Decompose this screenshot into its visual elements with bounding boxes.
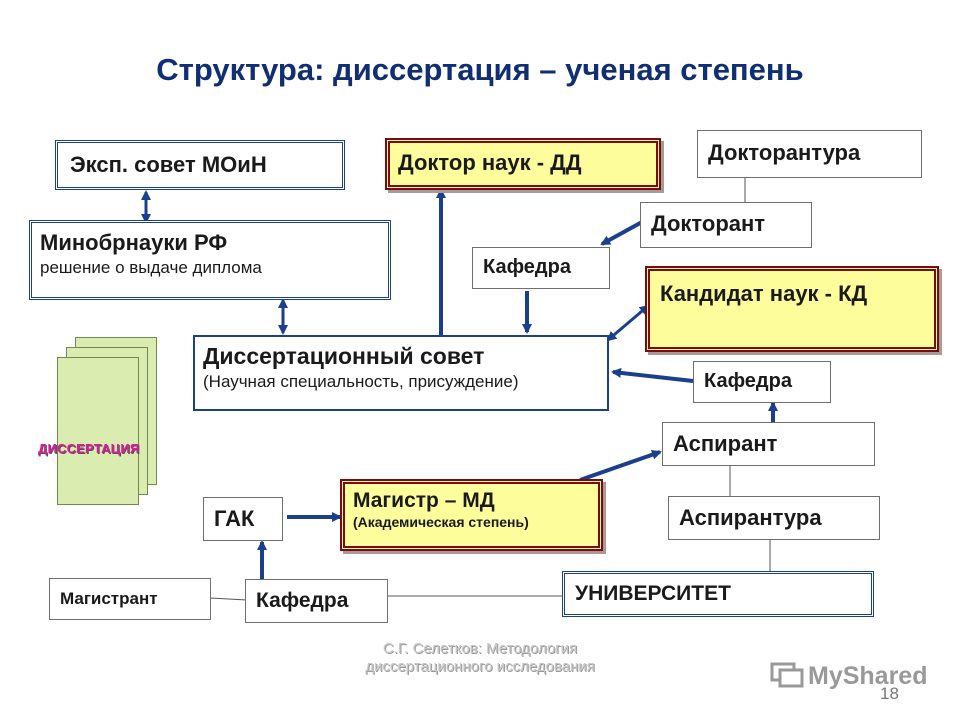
arrow-kafedra2-sovet	[611, 367, 694, 383]
node-doktorantura: Докторантура	[697, 130, 922, 178]
node-aspirantura: Аспирантура	[668, 496, 880, 540]
page-title: Структура: диссертация – ученая степень	[156, 52, 804, 87]
myshared-logo-icon	[770, 662, 804, 688]
node-kafedra-1-label: Кафедра	[483, 256, 571, 278]
footer-credit: С.Г. Селетков: Методология диссертационн…	[365, 640, 595, 675]
node-diss-sovet-title: Диссертационный совет	[203, 343, 485, 369]
node-kafedra-3: Кафедра	[245, 579, 388, 623]
node-kafedra-1: Кафедра	[472, 247, 610, 289]
arrow-sovet-kandidat	[606, 304, 650, 342]
node-magistrant: Магистрант	[49, 578, 211, 620]
node-doktor-nauk: Доктор наук - ДД	[385, 138, 661, 190]
node-universitet-label: УНИВЕРСИТЕТ	[575, 582, 731, 605]
logo-text: MyShared	[808, 662, 928, 690]
node-gak-label: ГАК	[214, 506, 255, 531]
node-doktorant: Докторант	[640, 202, 812, 248]
node-eksp-sovet: Эксп. совет МОиН	[55, 140, 345, 190]
node-diss-sovet-subtitle: (Научная специальность, присуждение)	[203, 372, 519, 391]
node-kandidat-nauk: Кандидат наук - КД	[645, 266, 939, 352]
node-gak: ГАК	[203, 497, 283, 541]
node-kafedra-2-label: Кафедра	[704, 370, 792, 392]
node-doktor-nauk-label: Доктор наук - ДД	[398, 150, 582, 175]
dissertation-label: ДИССЕРТАЦИЯ	[38, 441, 140, 456]
node-doktorant-label: Докторант	[651, 211, 766, 236]
node-aspirant: Аспирант	[662, 422, 875, 466]
node-kandidat-nauk-label: Кандидат наук - КД	[660, 281, 868, 306]
line-magistrant-kafedra	[209, 597, 248, 601]
node-minobrnauki: Минобрнауки РФ решение о выдаче диплома	[29, 220, 391, 300]
node-magistrant-label: Магистрант	[60, 589, 158, 608]
node-kafedra-3-label: Кафедра	[256, 589, 349, 612]
node-minobrnauki-title: Минобрнауки РФ	[40, 230, 228, 255]
document-sheet-front	[57, 357, 139, 505]
node-doktorantura-label: Докторантура	[708, 140, 861, 165]
node-kafedra-2: Кафедра	[693, 361, 831, 403]
node-magistr-title: Магистр – МД	[353, 489, 495, 512]
node-eksp-sovet-label: Эксп. совет МОиН	[70, 152, 267, 177]
node-aspirantura-label: Аспирантура	[679, 505, 822, 530]
node-aspirant-label: Аспирант	[673, 431, 778, 456]
arrow-doktorant-kafedra	[600, 220, 643, 246]
node-universitet: УНИВЕРСИТЕТ	[562, 571, 874, 617]
node-magistr: Магистр – МД (Академическая степень)	[340, 479, 603, 551]
node-magistr-subtitle: (Академическая степень)	[353, 514, 529, 530]
page-number: 18	[880, 684, 899, 703]
arrow-magistr-aspirant	[579, 449, 662, 482]
node-minobrnauki-subtitle: решение о выдаче диплома	[40, 258, 262, 277]
node-diss-sovet: Диссертационный совет (Научная специальн…	[193, 335, 609, 411]
